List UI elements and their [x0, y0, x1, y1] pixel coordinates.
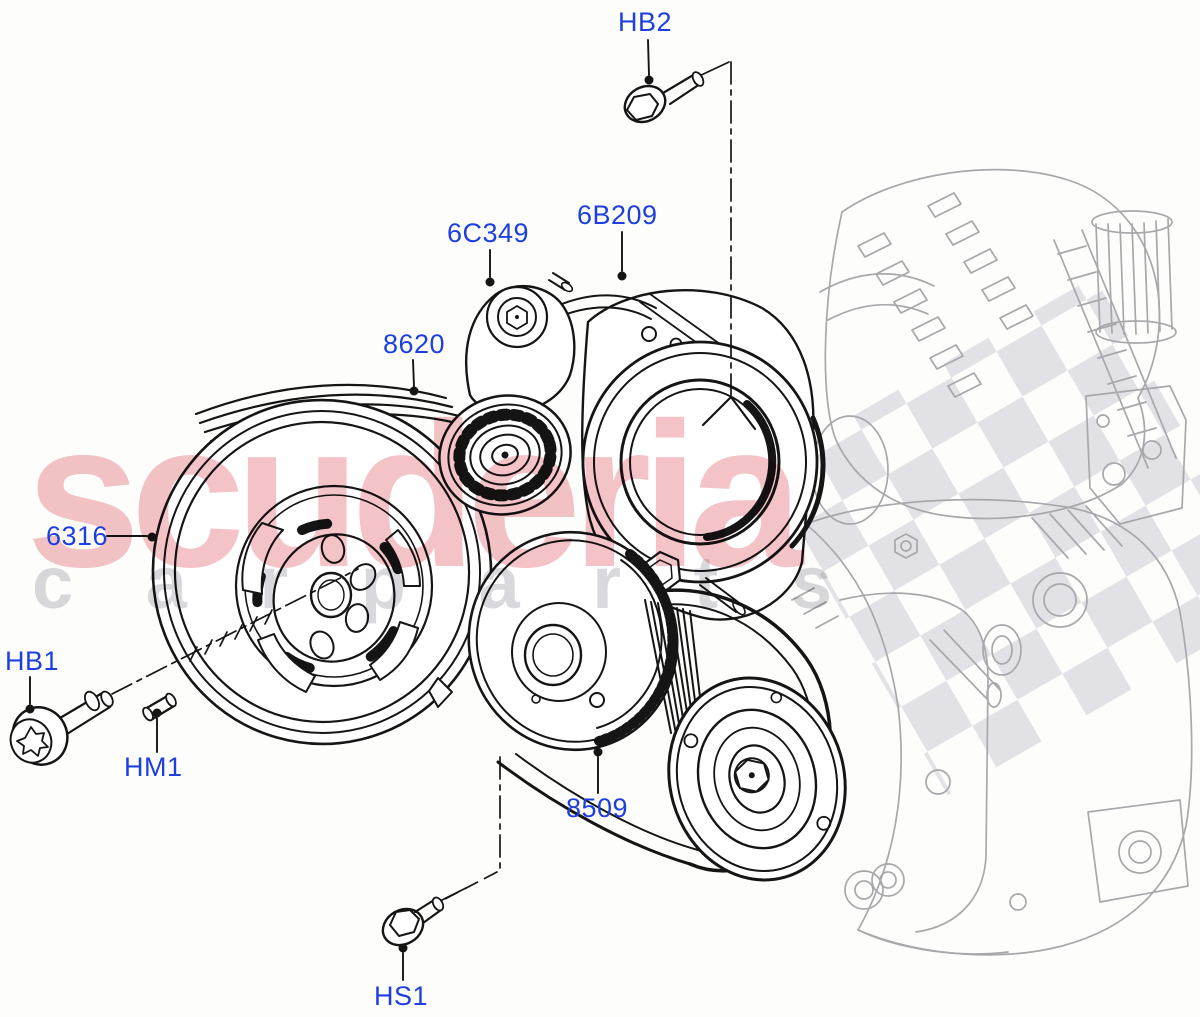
crankcase-details [844, 505, 1189, 955]
leader-lines [25, 39, 654, 981]
alternator-fins-row2 [927, 192, 1034, 330]
part-label-8620[interactable]: 8620 [383, 329, 446, 359]
part-label-6C349[interactable]: 6C349 [447, 218, 530, 248]
main-line-art [9, 39, 847, 981]
crankshaft-pulley [151, 398, 493, 746]
part-label-8509[interactable]: 8509 [566, 793, 629, 823]
part-label-HB2[interactable]: HB2 [618, 7, 673, 37]
bolt-hb1 [9, 690, 114, 766]
compressor-pulley [667, 676, 847, 882]
part-label-HB1[interactable]: HB1 [5, 646, 60, 676]
part-label-6B209[interactable]: 6B209 [577, 200, 658, 230]
crank-axis-centerline [111, 568, 359, 695]
idler-bracket-ring [581, 340, 826, 616]
mount-notch [701, 395, 757, 431]
keyway-marker [428, 677, 453, 708]
water-pump-pulley [467, 530, 679, 752]
alternator-fins-row1 [857, 232, 982, 398]
part-label-HM1[interactable]: HM1 [124, 752, 183, 782]
body-arcs [819, 273, 935, 321]
thread-ticks [189, 609, 273, 662]
right-bracket [1085, 385, 1187, 525]
bolt-hb2 [623, 71, 705, 124]
part-label-6316[interactable]: 6316 [46, 521, 109, 551]
alternator-outline [824, 168, 1161, 520]
spacer-hm1 [142, 692, 177, 722]
bolt-hs1 [381, 896, 445, 947]
rib-cylinder [1091, 210, 1177, 344]
part-label-HS1[interactable]: HS1 [374, 981, 429, 1011]
tensioner-pulley [438, 394, 572, 516]
herringbone-ladder [1053, 229, 1177, 469]
compressor-body-ghost [791, 587, 1002, 933]
torx-head [16, 726, 49, 757]
crankcase-outline [805, 498, 1193, 956]
belt-tensioner [464, 272, 576, 414]
engine-ghost [791, 168, 1193, 956]
